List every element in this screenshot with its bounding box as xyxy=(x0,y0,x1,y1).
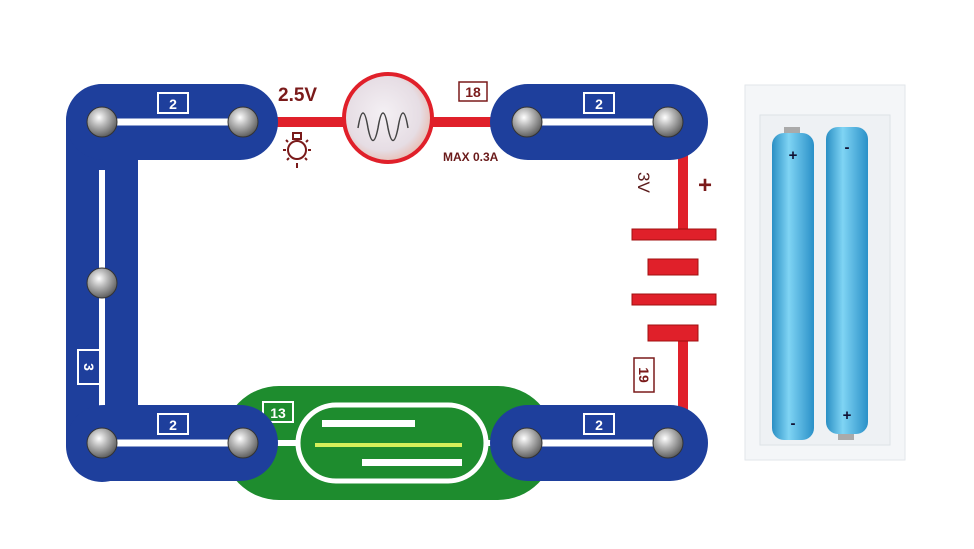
wire-top-left[interactable]: 2 xyxy=(66,84,278,160)
reed-part-label-box xyxy=(262,401,294,423)
snap xyxy=(511,106,543,138)
lamp-part-label: 18 xyxy=(465,84,481,100)
lamp-part-label-box xyxy=(458,81,488,102)
reed-contact xyxy=(322,420,415,427)
lamp-voltage: 2.5V xyxy=(278,85,317,106)
wire-label-box xyxy=(157,413,189,435)
light-bulb-icon xyxy=(283,132,311,168)
wire-label: 3 xyxy=(81,363,97,371)
snap-connectors xyxy=(86,106,684,459)
snap xyxy=(86,427,118,459)
wire-bottom-right[interactable]: 2 xyxy=(490,405,708,481)
wire-bottom-left[interactable]: 2 xyxy=(66,405,278,481)
battery-voltage: 3V xyxy=(634,172,653,193)
battery-component[interactable]: + 3V 19 xyxy=(631,155,717,410)
snap xyxy=(652,427,684,459)
wire-label: 2 xyxy=(169,96,177,112)
lamp-max-current: MAX 0.3A xyxy=(443,150,499,164)
wire-label-box xyxy=(77,349,101,385)
snap xyxy=(86,267,118,299)
battery-cell-2: - + xyxy=(826,127,868,440)
cell-2-top-sign: - xyxy=(845,139,850,156)
cell-1-top-sign: + xyxy=(789,147,798,164)
snap xyxy=(227,106,259,138)
cell-2-bottom-sign: + xyxy=(843,407,852,424)
wire-label: 2 xyxy=(169,417,177,433)
wire-label-box xyxy=(157,92,189,114)
snap xyxy=(227,427,259,459)
reed-contact xyxy=(362,459,462,466)
wire-label: 2 xyxy=(595,417,603,433)
wire-label-box xyxy=(583,413,615,435)
battery-cell-1: + - xyxy=(772,127,814,440)
battery-plate xyxy=(647,258,699,276)
battery-part-label: 19 xyxy=(636,367,652,383)
reed-switch-component[interactable]: 13 xyxy=(222,386,555,500)
bulb xyxy=(342,72,434,164)
wire-label-box xyxy=(583,92,615,114)
wire-label: 2 xyxy=(595,96,603,112)
battery-holder: + - - + xyxy=(744,84,906,461)
reed-part-label: 13 xyxy=(270,405,286,421)
snap xyxy=(511,427,543,459)
lamp-component[interactable]: 2.5V MAX 0.3A 18 xyxy=(270,72,500,168)
cell-1-bottom-sign: - xyxy=(791,415,796,432)
snap xyxy=(652,106,684,138)
wire-top-right[interactable]: 2 xyxy=(490,84,708,160)
battery-plus-sign: + xyxy=(698,172,712,199)
snap xyxy=(86,106,118,138)
battery-part-label-box xyxy=(633,357,655,393)
battery-plate xyxy=(631,293,717,306)
filament-icon xyxy=(357,112,409,142)
battery-plate xyxy=(647,324,699,342)
battery-plate xyxy=(631,228,717,241)
